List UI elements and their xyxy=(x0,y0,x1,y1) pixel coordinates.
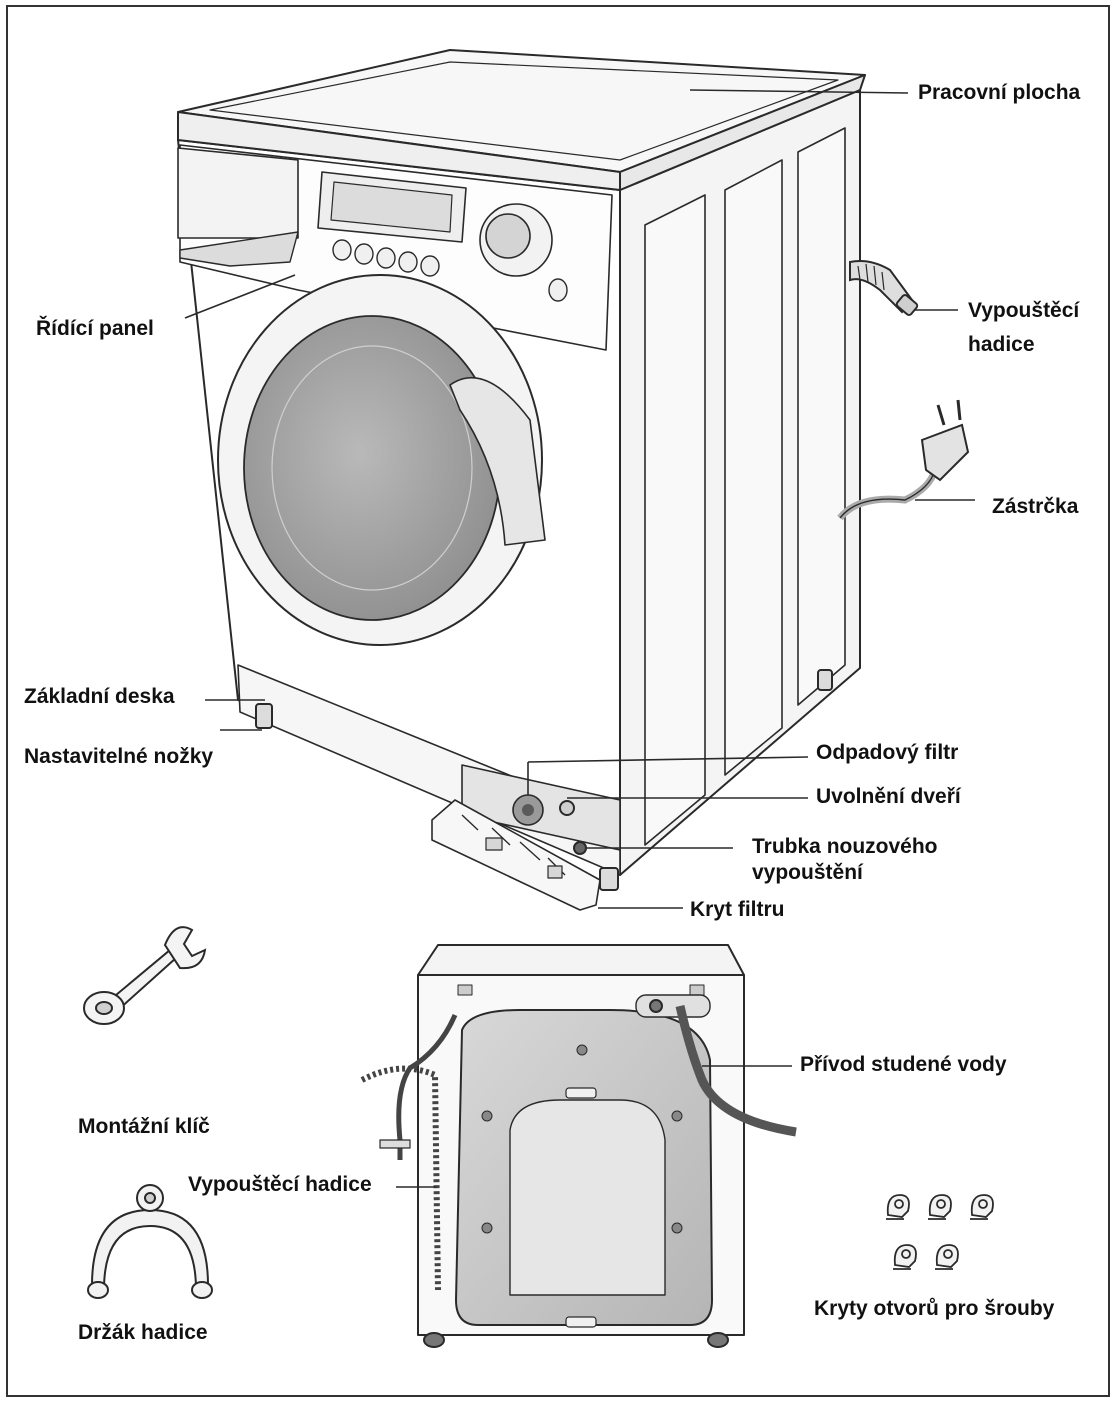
bolt-cover-icons xyxy=(886,1194,994,1270)
back-panel-inset xyxy=(509,1099,666,1296)
control-buttons xyxy=(332,239,568,302)
bolt-cover-icon xyxy=(970,1194,994,1220)
leader-waste-filter xyxy=(527,756,809,763)
hose-holder-icon xyxy=(87,1184,213,1299)
diagram-frame xyxy=(6,5,1110,1397)
label-emergency-drain-line1: Trubka nouzového xyxy=(752,835,938,858)
label-adjustable-feet: Nastavitelné nožky xyxy=(24,745,214,768)
drain-hose-top xyxy=(849,260,919,316)
power-plug xyxy=(837,399,970,521)
label-base-plate: Základní deska xyxy=(24,685,175,708)
foot-left xyxy=(255,703,273,729)
label-bolt-hole-covers: Kryty otvorů pro šrouby xyxy=(814,1297,1055,1320)
cold-water-hose xyxy=(675,1005,797,1137)
spanner-icon xyxy=(83,926,207,1025)
emergency-tube xyxy=(573,841,587,855)
label-waste-filter: Odpadový filtr xyxy=(816,741,959,764)
bolt-cover-icon xyxy=(928,1194,952,1220)
label-drain-hose-top-line1: Vypouštěcí xyxy=(968,299,1080,322)
bolt-cover-icon xyxy=(935,1244,959,1270)
side-rib-2 xyxy=(724,159,783,776)
worktop-inner xyxy=(209,61,839,161)
label-door-release: Uvolnění dveří xyxy=(816,785,961,808)
leader-worktop xyxy=(689,89,909,94)
back-top xyxy=(417,944,745,976)
bolt-cover-icon xyxy=(886,1194,910,1220)
door-glass xyxy=(243,315,501,621)
leader-control-panel xyxy=(184,274,296,319)
back-machine xyxy=(360,944,797,1348)
bolt-cover-icon xyxy=(893,1244,917,1270)
label-emergency-drain-line2: vypouštění xyxy=(752,861,863,884)
side-rib-3 xyxy=(797,127,846,706)
inlet-plate xyxy=(635,994,711,1018)
foot-right xyxy=(599,867,619,891)
door-release-knob xyxy=(559,800,575,816)
label-spanner: Montážní klíč xyxy=(78,1115,210,1138)
label-control-panel: Řídící panel xyxy=(36,317,154,340)
label-filter-cover: Kryt filtru xyxy=(690,898,785,921)
label-drain-hose-back: Vypouštěcí hadice xyxy=(188,1173,372,1196)
label-cold-water-inlet: Přívod studené vody xyxy=(800,1053,1007,1076)
leader-lines xyxy=(184,89,975,1188)
detergent-drawer xyxy=(177,147,299,239)
filter-cover-part xyxy=(431,799,601,911)
label-plug: Zástrčka xyxy=(992,495,1079,518)
side-rib-1 xyxy=(644,194,706,846)
label-drain-hose-top-line2: hadice xyxy=(968,333,1035,356)
label-worktop: Pracovní plocha xyxy=(918,81,1081,104)
back-screws xyxy=(481,1044,683,1234)
door-handle xyxy=(449,376,546,546)
front-machine xyxy=(177,49,866,911)
label-hose-holder: Držák hadice xyxy=(78,1321,208,1344)
